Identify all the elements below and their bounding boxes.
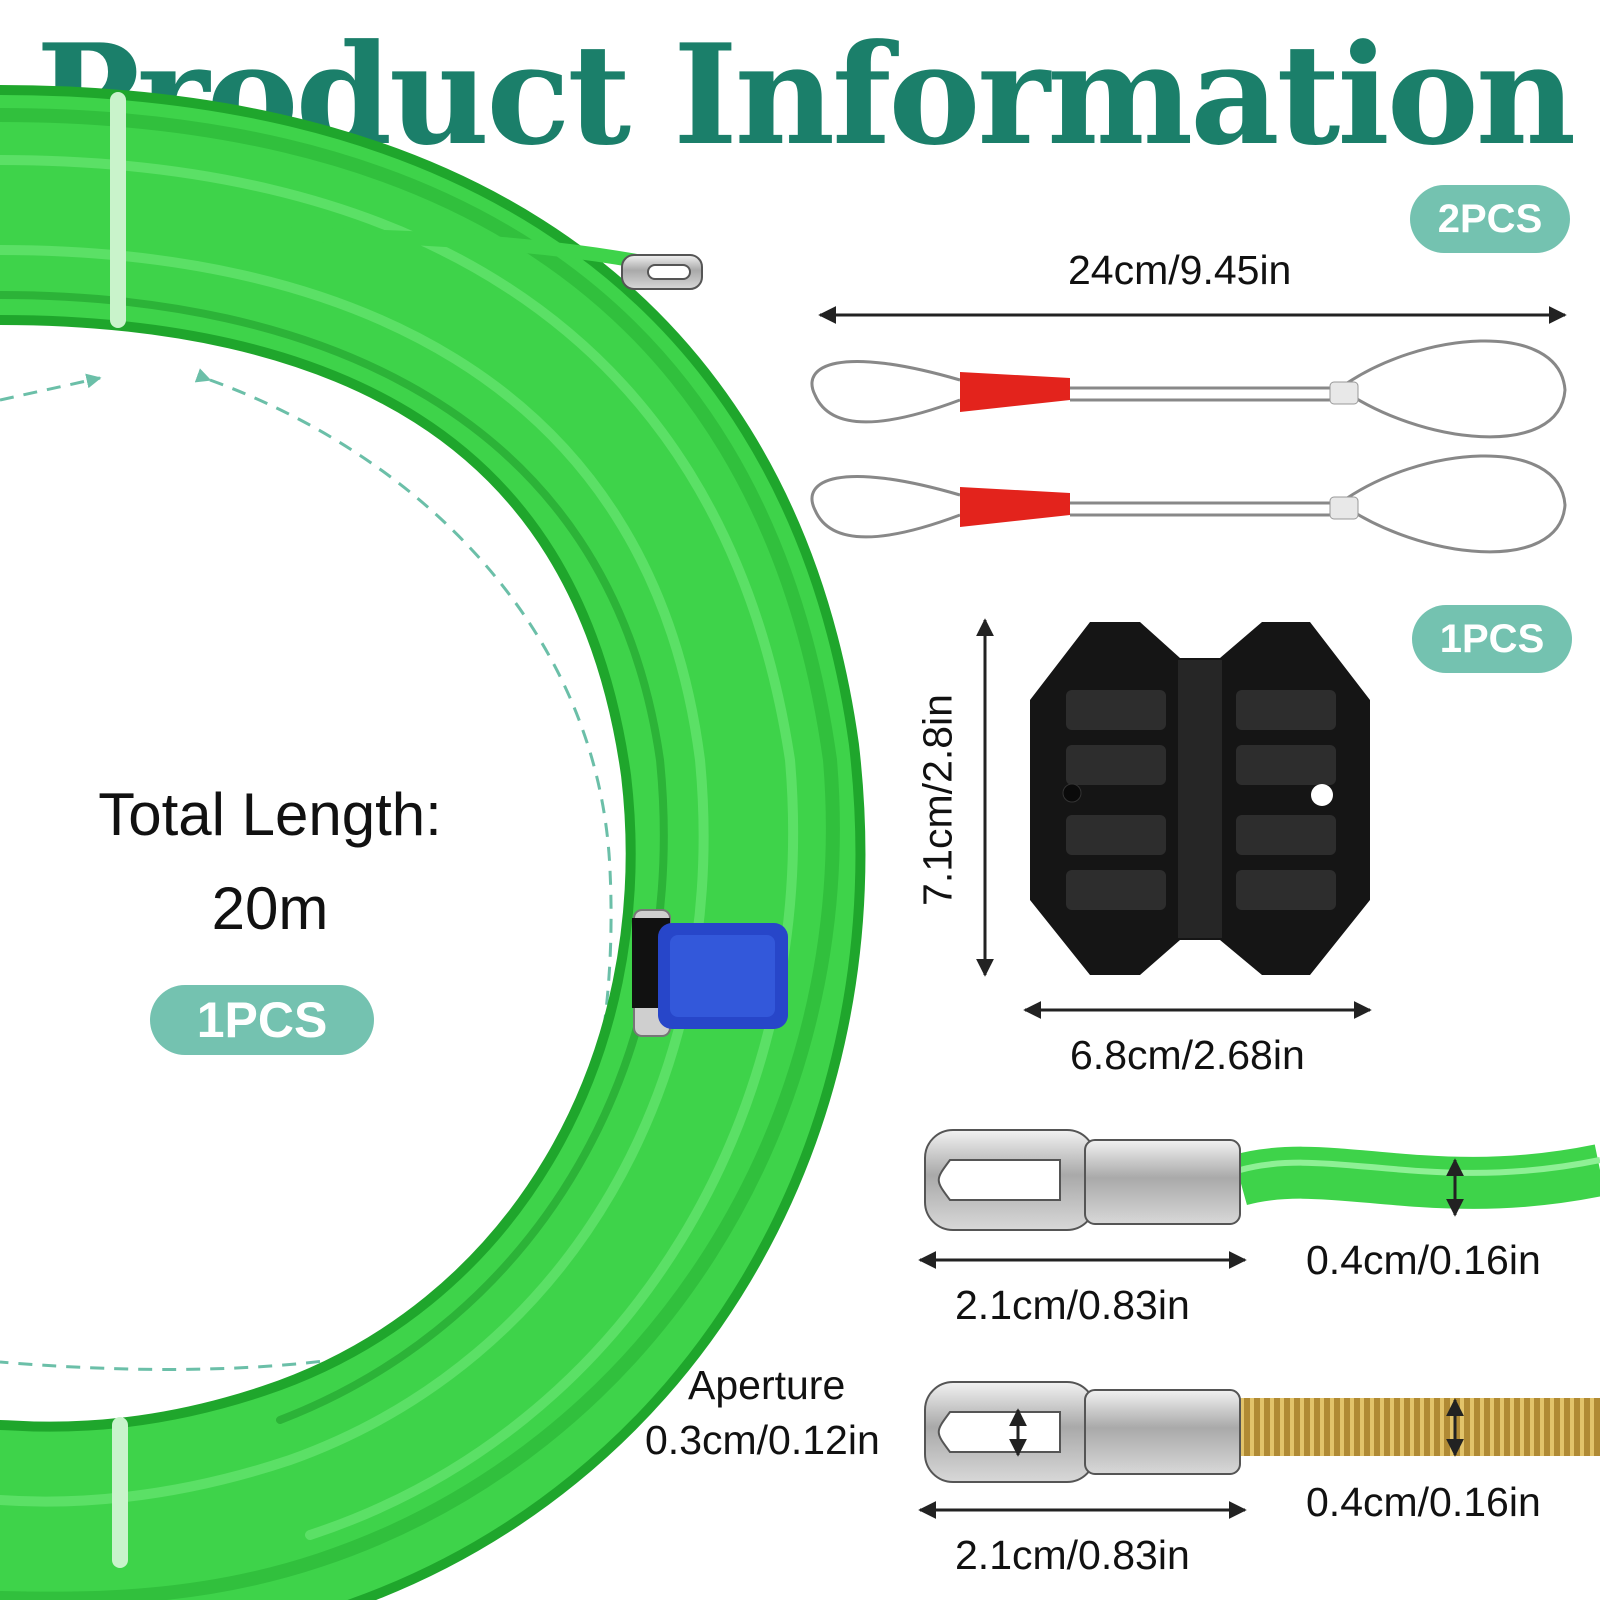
- pulling-grip: [810, 339, 1567, 439]
- pulling-grip-qty-badge: 2PCS: [1410, 185, 1570, 253]
- tape-holder: [1030, 622, 1370, 975]
- holder-width: 6.8cm/2.68in: [1070, 1032, 1305, 1078]
- pulling-grip: [810, 454, 1567, 554]
- total-length-label: Total Length: 20m: [70, 768, 470, 956]
- holder-qty-badge: 1PCS: [1412, 605, 1572, 673]
- tip2-length: 2.1cm/0.83in: [955, 1532, 1190, 1578]
- eyelet-tip-green: [924, 1129, 1600, 1231]
- total-length-title: Total Length:: [98, 781, 442, 848]
- aperture-label: Aperture: [688, 1362, 846, 1408]
- velcro-strap: [632, 909, 788, 1037]
- pulling-grip-length: 24cm/9.45in: [1068, 247, 1292, 293]
- total-length-value: 20m: [211, 875, 329, 942]
- fish-tape-qty-badge: 1PCS: [150, 985, 374, 1055]
- aperture-value: 0.3cm/0.12in: [645, 1417, 880, 1463]
- coil-end-tip: [621, 254, 703, 290]
- tip1-rod-diameter: 0.4cm/0.16in: [1306, 1237, 1541, 1283]
- eyelet-tip-brass: [924, 1381, 1600, 1483]
- holder-height: 7.1cm/2.8in: [914, 694, 961, 906]
- tip1-length: 2.1cm/0.83in: [955, 1282, 1190, 1328]
- tip2-rod-diameter: 0.4cm/0.16in: [1306, 1479, 1541, 1525]
